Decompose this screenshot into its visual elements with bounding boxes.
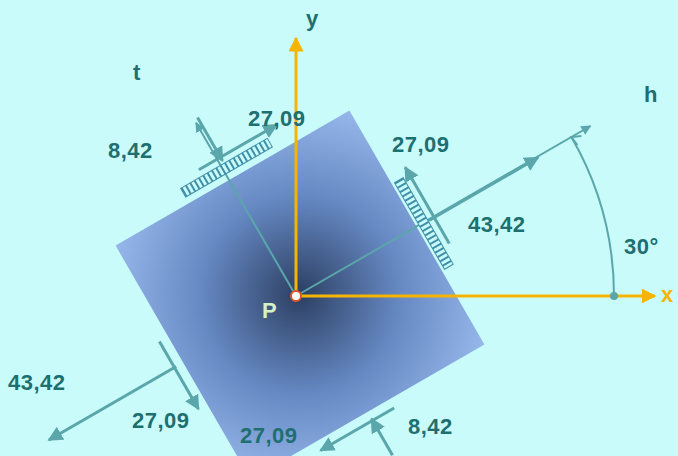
shear-stress-arrow — [405, 167, 449, 243]
stress-value: 43,42 — [468, 214, 526, 236]
face-hatch — [181, 138, 273, 197]
arc-start-dot — [610, 292, 618, 300]
shear-stress-arrow — [159, 342, 198, 410]
shear-stress-arrow — [321, 408, 395, 451]
y-axis — [295, 38, 298, 296]
stress-value: 43,42 — [8, 372, 66, 394]
t-axis — [196, 123, 296, 296]
arc-arrowhead — [571, 136, 581, 145]
x-axis — [296, 295, 655, 298]
point-label: P — [262, 300, 277, 322]
stress-value: 27,09 — [392, 134, 450, 156]
point-p — [291, 291, 301, 301]
normal-stress-arrow — [429, 158, 538, 221]
angle-value: 30° — [624, 236, 659, 258]
axis-label: x — [661, 284, 674, 306]
axis-label: y — [306, 8, 319, 30]
axis-label: h — [644, 84, 658, 106]
stress-value: 8,42 — [408, 416, 453, 438]
stress-value: 27,09 — [248, 108, 306, 130]
angle-arc — [571, 137, 614, 296]
axis-label: t — [133, 62, 141, 84]
h-axis — [296, 126, 590, 296]
stress-value: 8,42 — [108, 140, 153, 162]
normal-stress-arrow — [372, 419, 393, 455]
stress-element — [116, 111, 485, 456]
face-hatch — [395, 178, 454, 270]
stress-value: 27,09 — [240, 425, 298, 447]
shear-stress-arrow — [199, 125, 277, 170]
stress-value: 27,09 — [132, 410, 190, 432]
normal-stress-arrow — [198, 117, 223, 160]
